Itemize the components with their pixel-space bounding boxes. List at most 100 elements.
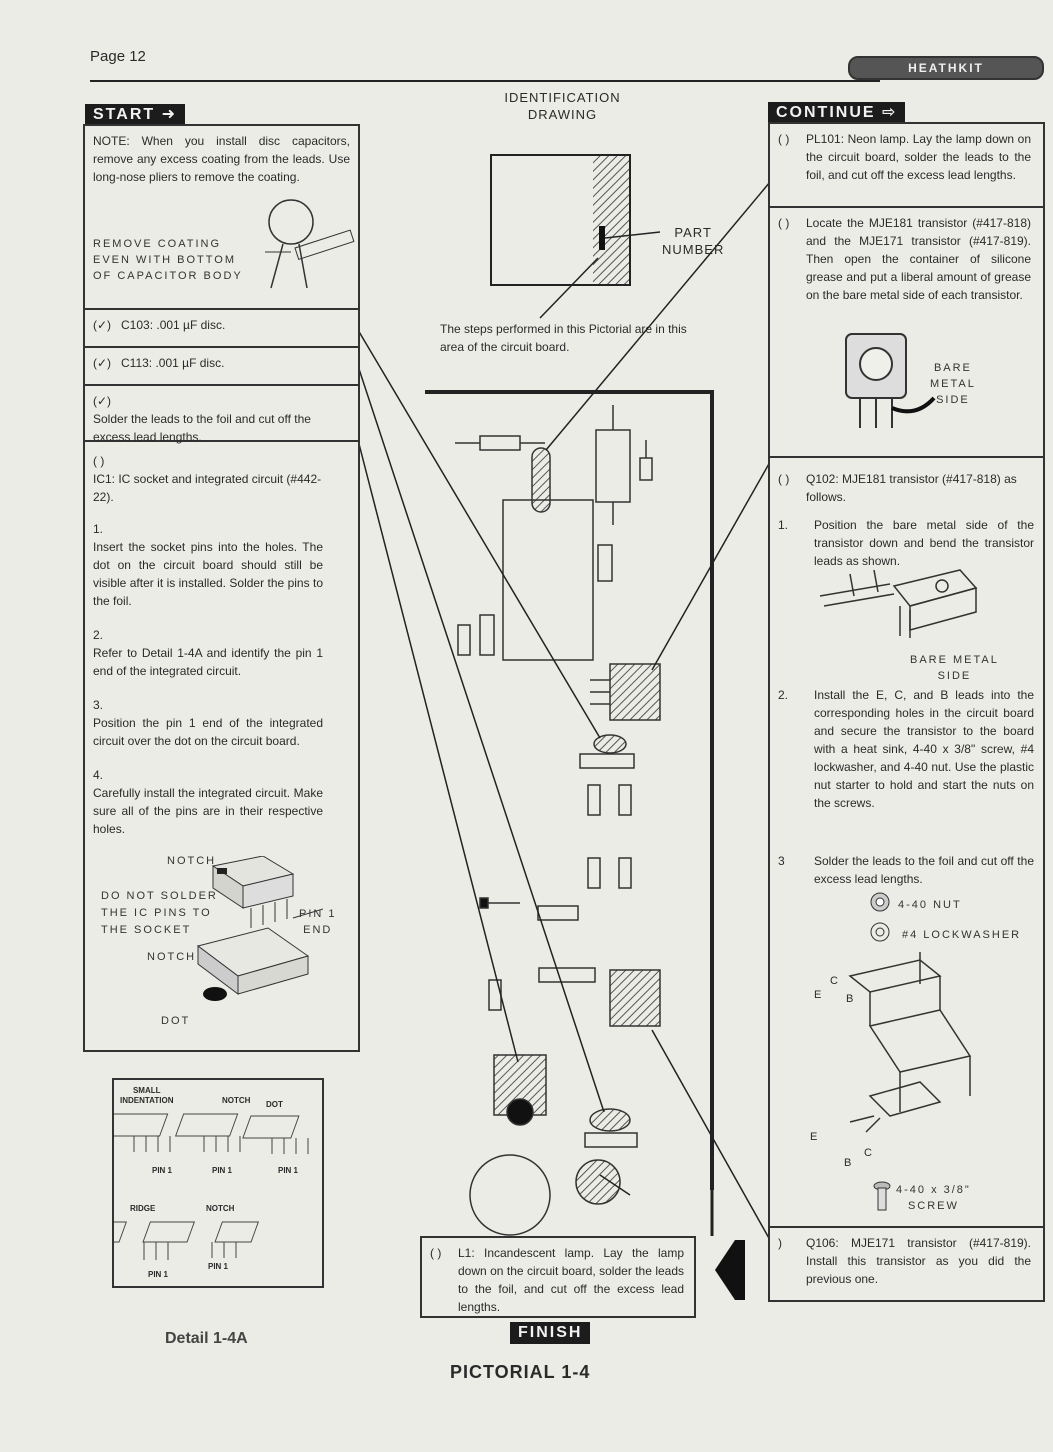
lead-e-label: E — [814, 989, 822, 1001]
lead-c-label-lower: C — [864, 1147, 872, 1159]
disc-capacitor-note: NOTE: When you install disc capacitors, … — [85, 126, 358, 310]
step-text: Solder the leads to the foil and cut off… — [814, 854, 1034, 886]
ic-notch-label: NOTCH — [167, 855, 217, 867]
c113-text: C113: .001 µF disc. — [121, 356, 225, 370]
lead-b-label: B — [846, 993, 854, 1005]
q106-checkbox[interactable]: ) — [778, 1236, 782, 1250]
bare-metal-side-caption: BARE METAL SIDE — [910, 652, 999, 684]
screw-caption: 4-40 x 3/8" SCREW — [896, 1182, 971, 1214]
q102-checkbox[interactable]: ( ) — [778, 472, 790, 486]
step-number: 2. — [93, 628, 104, 642]
board-components — [455, 405, 661, 1236]
ic-do-not-solder-label: DO NOT SOLDER THE IC PINS TO THE SOCKET — [101, 888, 218, 939]
pl101-text: PL101: Neon lamp. Lay the lamp down on t… — [806, 132, 1031, 182]
step-q102: ( ) Q102: MJE181 transistor (#417-818) as… — [770, 458, 1043, 1228]
page-number: Page 12 — [90, 48, 146, 65]
screw-line2: SCREW — [907, 1200, 959, 1212]
bare-line2: METAL — [930, 378, 976, 390]
step-number: 4. — [93, 768, 104, 782]
detail-pin1-a: PIN 1 — [152, 1166, 173, 1175]
step-number: 1. — [93, 522, 104, 536]
bare-metal-caption: BARE METAL SIDE — [930, 360, 976, 408]
step-number: 1. — [778, 518, 789, 532]
pl101-checkbox[interactable]: ( ) — [778, 132, 790, 146]
locate-checkbox[interactable]: ( ) — [778, 216, 790, 230]
screw-line1: 4-40 x 3/8" — [896, 1184, 971, 1196]
identification-title-line2: DRAWING — [527, 107, 598, 122]
bare-line1: BARE — [933, 362, 972, 374]
step-ic1: ( ) IC1: IC socket and integrated circuit… — [85, 442, 358, 1054]
step-c113: (✓) C113: .001 µF disc. — [85, 348, 358, 386]
detail-small-line2: INDENTATION — [120, 1096, 174, 1105]
lead-b-label-lower: B — [844, 1157, 852, 1169]
locate-text: Locate the MJE181 transistor (#417-818) … — [806, 216, 1031, 302]
step-pl101: ( ) PL101: Neon lamp. Lay the lamp down o… — [770, 124, 1043, 208]
step-locate-transistors: ( ) Locate the MJE181 transistor (#417-81… — [770, 208, 1043, 458]
identification-title: IDENTIFICATION DRAWING — [490, 89, 635, 123]
detail-dot-label: DOT — [266, 1100, 283, 1109]
coating-caption: REMOVE COATING EVEN WITH BOTTOM OF CAPAC… — [93, 236, 243, 284]
c103-checkbox[interactable]: (✓) — [93, 318, 112, 332]
detail-pin1-b: PIN 1 — [212, 1166, 233, 1175]
ic-pin1-line2: END — [303, 924, 333, 936]
lockwasher-label: #4 LOCKWASHER — [902, 929, 1022, 941]
l1-checkbox[interactable]: ( ) — [430, 1246, 442, 1260]
step-text: Insert the socket pins into the holes. T… — [93, 540, 323, 608]
note-text: NOTE: When you install disc capacitors, … — [93, 134, 350, 184]
heat-sink-assembly-illustration — [848, 952, 972, 1133]
ic1-step-2: 2. Refer to Detail 1-4A and identify the … — [93, 626, 350, 680]
ic1-text: IC1: IC socket and integrated circuit (#… — [93, 472, 322, 504]
coating-line1: REMOVE COATING — [93, 238, 222, 250]
continue-label-text: CONTINUE — [776, 104, 876, 121]
step-c103: (✓)C103: .001 µF disc. — [85, 310, 358, 348]
l1-text: L1: Incandescent lamp. Lay the lamp down… — [458, 1246, 684, 1314]
step-solder: (✓) Solder the leads to the foil and cut … — [85, 386, 358, 444]
q102-step-2: 2.Install the E, C, and B leads into the… — [778, 686, 1034, 812]
finish-label: FINISH — [510, 1322, 591, 1344]
ic-package-variants — [114, 1113, 309, 1260]
step-l1: ( ) L1: Incandescent lamp. Lay the lamp d… — [420, 1236, 696, 1318]
bare-metal-side-line1: BARE METAL — [910, 654, 999, 666]
ic1-step-3: 3. Position the pin 1 end of the integrat… — [93, 696, 350, 750]
solder-text: Solder the leads to the foil and cut off… — [93, 412, 311, 444]
detail-1-4a-box: SMALL INDENTATION NOTCH DOT PIN 1 PIN 1 … — [112, 1078, 324, 1288]
transistor-lead-bend-illustration — [819, 569, 978, 638]
bare-line3: SIDE — [936, 394, 970, 406]
part-number-line1: PART — [674, 225, 712, 240]
continue-label: CONTINUE ⇨ — [768, 102, 906, 124]
brand-logo: HEATHKIT — [848, 56, 1044, 80]
q106-text: Q106: MJE171 transistor (#417-819). Inst… — [806, 1236, 1031, 1286]
nut-label: 4-40 NUT — [898, 899, 962, 911]
step-text: Carefully install the integrated circuit… — [93, 786, 323, 836]
detail-notch2-label: NOTCH — [206, 1204, 235, 1213]
detail-pin1-c: PIN 1 — [278, 1166, 299, 1175]
step-text: Position the pin 1 end of the integrated… — [93, 716, 323, 748]
ic-do-not-line2: THE IC PINS TO — [101, 907, 212, 919]
ic-pin1-label: PIN 1 END — [299, 906, 337, 938]
ic1-step-4: 4. Carefully install the integrated circu… — [93, 766, 350, 838]
ic-pin1-line1: PIN 1 — [299, 908, 337, 920]
left-instructions-panel: NOTE: When you install disc capacitors, … — [83, 124, 360, 1052]
lead-e-label-lower: E — [810, 1131, 818, 1143]
q102-text: Q102: MJE181 transistor (#417-818) as fo… — [806, 472, 1017, 504]
nut-lockwasher-icons — [870, 892, 890, 942]
ic-do-not-line1: DO NOT SOLDER — [101, 890, 218, 902]
detail-small-indentation: SMALL INDENTATION — [120, 1086, 173, 1106]
ic1-checkbox[interactable]: ( ) — [93, 454, 105, 468]
detail-pin1-d: PIN 1 — [148, 1270, 169, 1279]
step-number: 2. — [778, 688, 789, 702]
step-number: 3. — [93, 698, 104, 712]
solder-checkbox[interactable]: (✓) — [93, 394, 112, 408]
start-label: START ➜ — [85, 104, 185, 126]
ic1-step-1: 1. Insert the socket pins into the holes.… — [93, 520, 350, 610]
step-text: Refer to Detail 1-4A and identify the pi… — [93, 646, 323, 678]
c113-checkbox[interactable]: (✓) — [93, 356, 112, 370]
part-number-label: PART NUMBER — [662, 224, 724, 258]
identification-note: The steps performed in this Pictorial ar… — [440, 322, 687, 354]
ic-dot-label: DOT — [161, 1015, 191, 1027]
header-rule — [90, 80, 880, 82]
screw-icon — [873, 1181, 891, 1211]
coating-line3: OF CAPACITOR BODY — [93, 270, 243, 282]
step-text: Position the bare metal side of the tran… — [814, 518, 1034, 568]
